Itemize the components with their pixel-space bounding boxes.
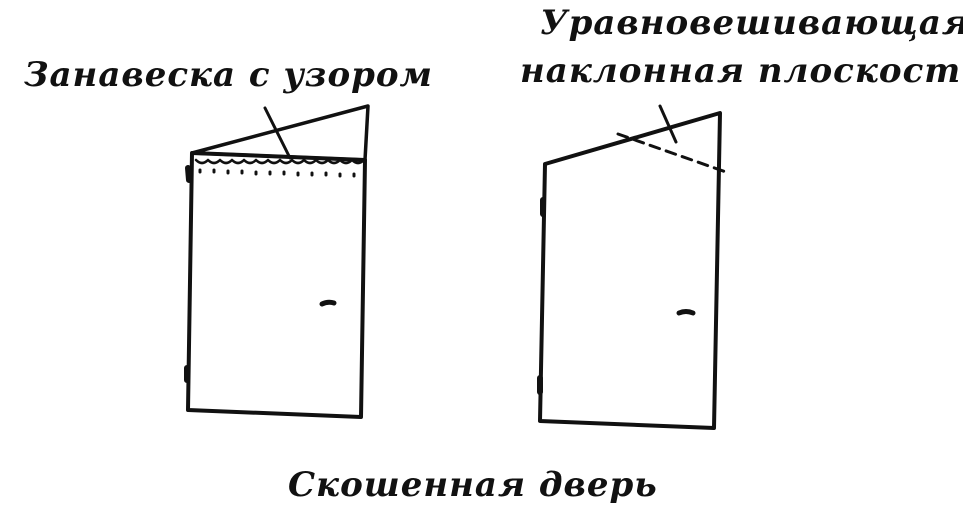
balancing-plane-label-line-2: наклонная плоскость — [520, 51, 963, 91]
left-door — [184, 104, 370, 419]
curtain-pattern — [194, 158, 366, 165]
left-door-outline — [186, 151, 367, 419]
right-door-outline — [538, 111, 722, 430]
balancing-plane-label-line-1: Уравновешивающая — [540, 3, 963, 43]
curtain-dots — [198, 168, 356, 178]
curtain-triangle — [190, 104, 370, 162]
curtain-leader-line — [263, 106, 292, 160]
left-door-hinge-top — [185, 165, 192, 183]
balancing-plane-dashed-line — [616, 132, 728, 174]
curtain-label: Занавеска с узором — [24, 55, 433, 95]
plane-leader-line — [658, 104, 678, 144]
diagram-caption: Скошенная дверь — [288, 465, 658, 505]
left-door-handle — [319, 299, 337, 307]
right-door-handle — [676, 309, 696, 316]
right-door — [537, 104, 728, 430]
